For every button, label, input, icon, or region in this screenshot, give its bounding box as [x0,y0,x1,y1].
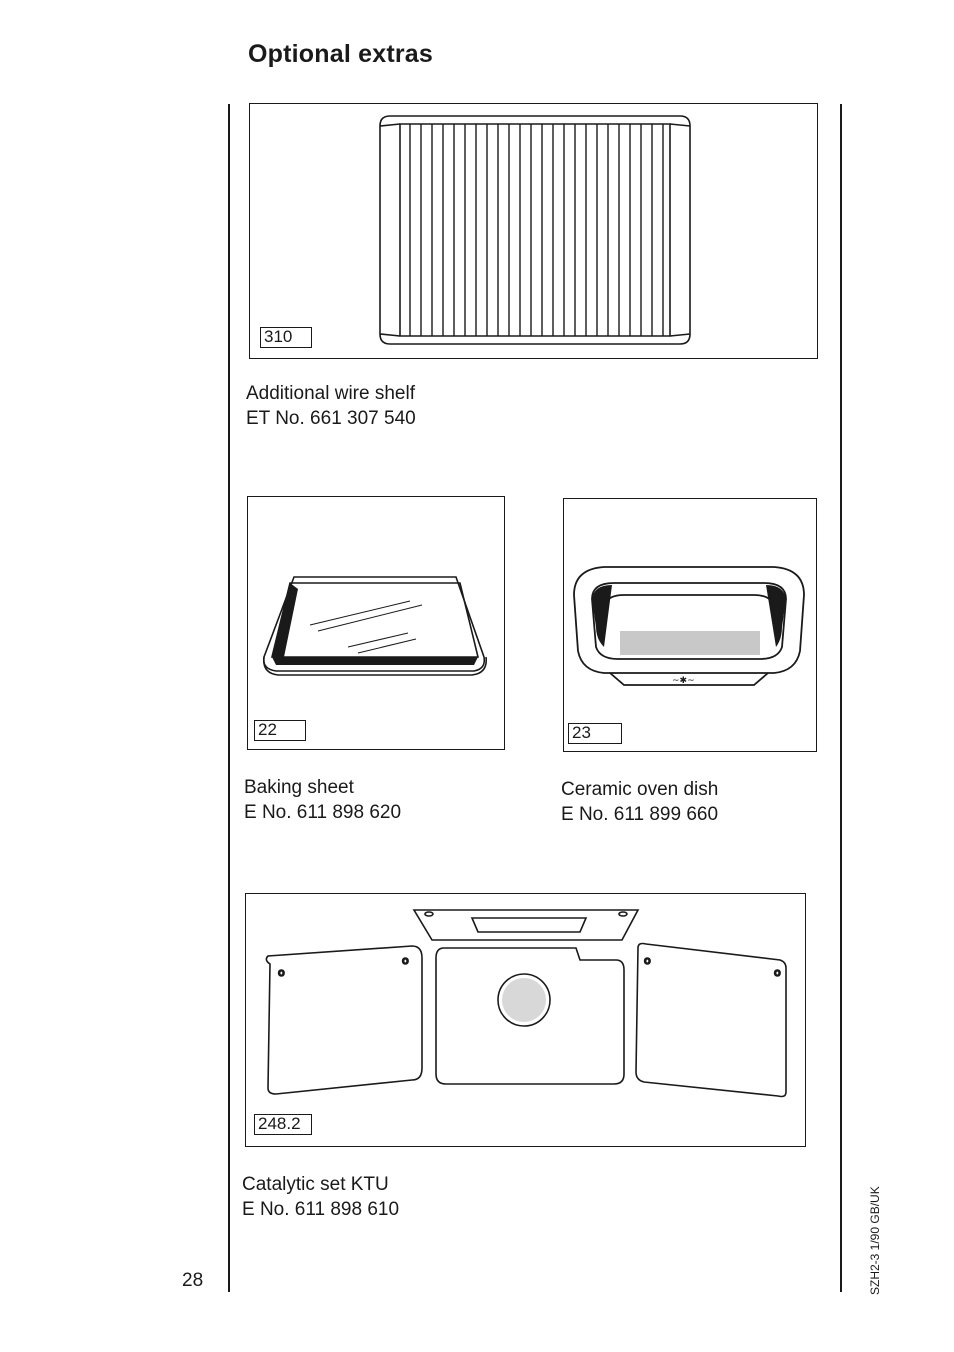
item-part-number: E No. 611 898 620 [244,802,402,823]
right-margin-rule [840,104,842,1292]
wire-shelf-caption: Additional wire shelf ET No. 661 307 540 [246,381,416,431]
catalytic-set-illustration: o o o o [265,909,787,1098]
ceramic-dish-caption: Ceramic oven dish E No. 611 899 660 [561,777,718,827]
left-margin-rule [228,104,230,1292]
catalytic-set-figure: o o o o 248.2 [245,893,806,1147]
document-code: SZH2-3 1/90 GB/UK [850,1150,882,1295]
baking-sheet-figure: 22 [247,496,505,750]
svg-text:~✱~: ~✱~ [672,676,695,686]
ceramic-dish-figure: ~✱~ 23 [563,498,817,752]
page-title: Optional extras [248,40,433,68]
wire-shelf-figure: 310 [249,103,818,359]
svg-text:o: o [644,954,651,967]
item-name: Ceramic oven dish [561,779,719,800]
figure-ref-23: 23 [568,723,622,744]
catalytic-set-caption: Catalytic set KTU E No. 611 898 610 [242,1172,399,1222]
page-number: 28 [182,1270,204,1291]
svg-text:o: o [402,954,409,967]
item-name: Baking sheet [244,777,354,798]
figure-ref-22: 22 [254,720,306,741]
item-name: Catalytic set KTU [242,1174,389,1195]
ceramic-dish-illustration: ~✱~ [573,566,805,686]
figure-ref-310: 310 [260,327,312,348]
baking-sheet-illustration [262,576,488,676]
svg-text:o: o [774,966,781,979]
document-code-text: SZH2-3 1/90 GB/UK [868,1186,882,1295]
baking-sheet-caption: Baking sheet E No. 611 898 620 [244,775,401,825]
item-part-number: ET No. 661 307 540 [246,408,416,429]
item-name: Additional wire shelf [246,383,415,404]
item-part-number: E No. 611 898 610 [242,1199,400,1220]
figure-ref-248-2: 248.2 [254,1114,312,1135]
item-part-number: E No. 611 899 660 [561,804,719,825]
wire-shelf-illustration [379,115,691,345]
svg-text:o: o [278,966,285,979]
